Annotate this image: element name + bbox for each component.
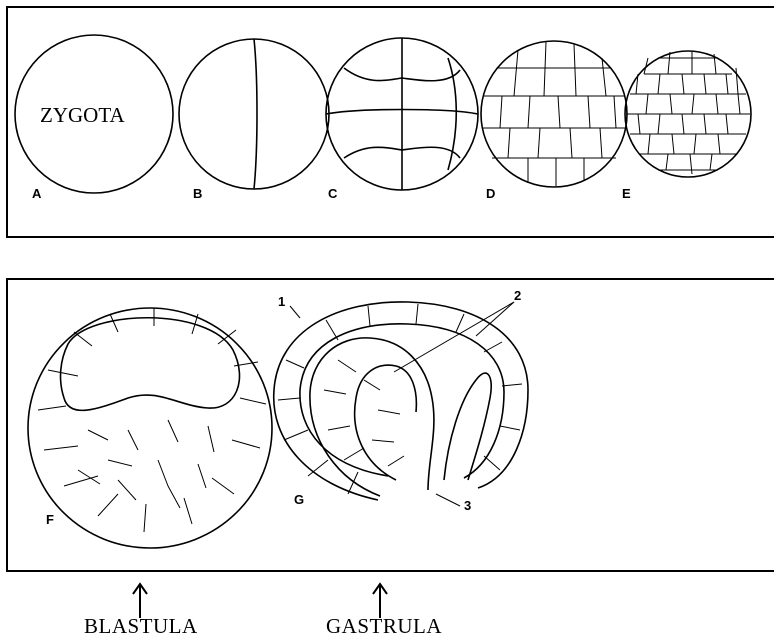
stage-letter-b: B	[193, 186, 202, 201]
zygote-label: ZYGOTA	[40, 103, 125, 127]
part-number-2: 2	[514, 288, 521, 303]
stage-e-morula: E	[622, 51, 751, 201]
stage-letter-e: E	[622, 186, 631, 201]
part-number-3: 3	[464, 498, 471, 513]
gastrula-label: GASTRULA	[326, 614, 442, 639]
stage-letter-a: A	[32, 186, 42, 201]
stage-a-zygote: ZYGOTA A	[15, 35, 173, 201]
blastula-gastrula-drawing: F 1 2 3 G	[8, 280, 774, 570]
stage-letter-g: G	[294, 492, 304, 507]
cleavage-panel: ZYGOTA A B C D	[6, 6, 774, 238]
stage-letter-f: F	[46, 512, 54, 527]
stage-letter-c: C	[328, 186, 338, 201]
blastula-gastrula-panel: F 1 2 3 G	[6, 278, 774, 572]
stage-d-morula: D	[481, 41, 627, 201]
stage-g-gastrula: 1 2 3 G	[274, 288, 528, 513]
stage-b-two-cell: B	[179, 39, 329, 201]
stage-f-blastula: F	[28, 308, 272, 548]
stage-letter-d: D	[486, 186, 495, 201]
cleavage-drawing: ZYGOTA A B C D	[8, 8, 774, 236]
stage-c-eight-cell: C	[326, 38, 478, 201]
part-number-1: 1	[278, 294, 285, 309]
blastula-label: BLASTULA	[84, 614, 198, 639]
